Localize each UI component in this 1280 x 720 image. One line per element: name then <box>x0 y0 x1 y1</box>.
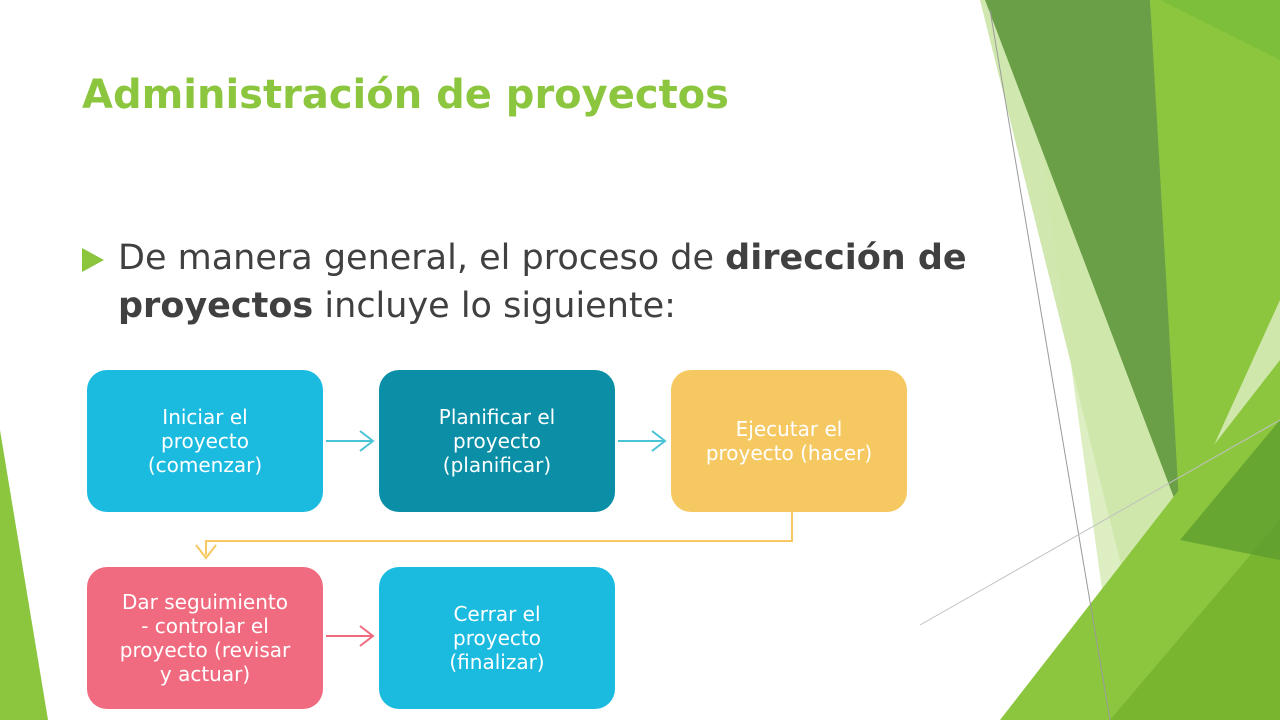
bullet-text: De manera general, el proceso de direcci… <box>118 234 982 330</box>
step-label: Iniciar el proyecto (comenzar) <box>147 405 263 477</box>
bullet-text-part2: incluye lo siguiente: <box>313 286 676 326</box>
step-seguimiento: Dar seguimiento - controlar el proyecto … <box>87 567 323 709</box>
bullet-text-part1: De manera general, el proceso de <box>118 238 726 278</box>
bullet-text-bold: dirección de proyectos <box>118 238 967 326</box>
slide-title: Administración de proyectos <box>82 72 729 118</box>
step-label: Planificar el proyecto (planificar) <box>438 405 556 477</box>
step-ejecutar: Ejecutar el proyecto (hacer) <box>671 370 907 512</box>
step-label: Ejecutar el proyecto (hacer) <box>705 417 873 465</box>
step-cerrar: Cerrar el proyecto (finalizar) <box>379 567 615 709</box>
step-label: Cerrar el proyecto (finalizar) <box>449 602 545 674</box>
step-label: Dar seguimiento - controlar el proyecto … <box>119 590 291 686</box>
step-iniciar: Iniciar el proyecto (comenzar) <box>87 370 323 512</box>
step-planificar: Planificar el proyecto (planificar) <box>379 370 615 512</box>
bullet-point: De manera general, el proceso de direcci… <box>82 234 982 330</box>
triangle-bullet-icon <box>82 248 104 272</box>
